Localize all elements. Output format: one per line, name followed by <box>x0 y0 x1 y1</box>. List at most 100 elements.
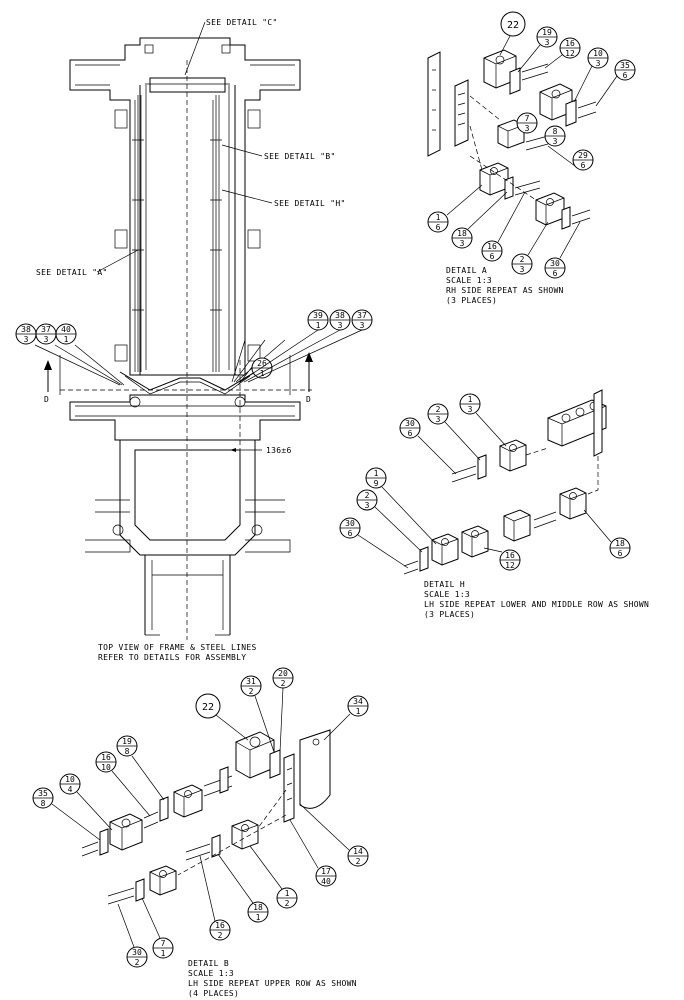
top-view-caption-2: REFER TO DETAILS FOR ASSEMBLY <box>98 653 246 662</box>
svg-text:2: 2 <box>281 679 286 688</box>
detail-a-places: (3 PLACES) <box>446 296 497 305</box>
svg-text:40: 40 <box>61 325 71 334</box>
balloon: 23 <box>511 253 533 275</box>
balloon: 162 <box>209 919 231 941</box>
balloon: 373 <box>35 323 57 345</box>
svg-text:2: 2 <box>285 899 290 908</box>
balloon: 356 <box>614 59 636 81</box>
svg-text:3: 3 <box>468 405 473 414</box>
detail-b-note: LH SIDE REPEAT UPPER ROW AS SHOWN <box>188 979 357 988</box>
detail-b-places: (4 PLACES) <box>188 989 239 998</box>
svg-text:2: 2 <box>218 931 223 940</box>
svg-text:31: 31 <box>246 677 256 686</box>
detail-h-note: LH SIDE REPEAT LOWER AND MIDDLE ROW AS S… <box>424 600 649 609</box>
detail-b-scale: SCALE 1:3 <box>188 969 234 978</box>
svg-text:3: 3 <box>520 265 525 274</box>
svg-text:2: 2 <box>249 687 254 696</box>
svg-text:1: 1 <box>316 321 321 330</box>
svg-text:39: 39 <box>313 311 323 320</box>
top-view-callouts: SEE DETAIL "C" SEE DETAIL "B" SEE DETAIL… <box>36 18 346 277</box>
svg-text:1: 1 <box>64 335 69 344</box>
detail-h-title: DETAIL H <box>424 580 465 589</box>
svg-text:30: 30 <box>405 419 415 428</box>
svg-text:8: 8 <box>41 799 46 808</box>
svg-text:3: 3 <box>460 239 465 248</box>
balloon: 166 <box>481 240 503 262</box>
balloon: 383 <box>15 323 37 345</box>
detail-h-scale: SCALE 1:3 <box>424 590 470 599</box>
balloon: 186 <box>609 537 631 559</box>
svg-text:1: 1 <box>260 369 265 378</box>
top-view-frame <box>59 37 312 640</box>
svg-text:6: 6 <box>581 161 586 170</box>
svg-text:38: 38 <box>21 325 31 334</box>
top-view-caption-1: TOP VIEW OF FRAME & STEEL LINES <box>98 643 257 652</box>
balloon: 83 <box>544 125 566 147</box>
detail-a-note: RH SIDE REPEAT AS SHOWN <box>446 286 564 295</box>
balloon: 22 <box>500 11 526 37</box>
svg-text:1: 1 <box>256 913 261 922</box>
svg-text:2: 2 <box>520 255 525 264</box>
svg-text:3: 3 <box>44 335 49 344</box>
balloon: 306 <box>399 417 421 439</box>
balloon: 181 <box>247 901 269 923</box>
svg-text:30: 30 <box>550 259 560 268</box>
balloon: 383 <box>329 309 351 331</box>
svg-text:19: 19 <box>542 28 552 37</box>
svg-text:16: 16 <box>487 242 497 251</box>
svg-text:18: 18 <box>615 539 625 548</box>
svg-text:4: 4 <box>68 785 73 794</box>
top-view-balloons: 383 373 401 391 383 373 261 <box>15 309 373 386</box>
svg-text:3: 3 <box>436 415 441 424</box>
svg-text:10: 10 <box>593 49 603 58</box>
svg-text:16: 16 <box>505 551 515 560</box>
svg-text:6: 6 <box>623 71 628 80</box>
svg-text:12: 12 <box>565 49 575 58</box>
svg-text:1: 1 <box>356 707 361 716</box>
detail-a-drawing <box>427 49 597 230</box>
svg-text:6: 6 <box>348 529 353 538</box>
svg-text:18: 18 <box>253 903 263 912</box>
balloon: 198 <box>116 735 138 757</box>
svg-text:19: 19 <box>122 737 132 746</box>
detail-b-title: DETAIL B <box>188 959 229 968</box>
svg-text:1: 1 <box>374 469 379 478</box>
svg-text:9: 9 <box>374 479 379 488</box>
svg-text:3: 3 <box>596 59 601 68</box>
balloon: 202 <box>272 667 294 689</box>
balloon: 193 <box>536 26 558 48</box>
svg-text:1: 1 <box>285 889 290 898</box>
svg-text:6: 6 <box>553 269 558 278</box>
dimension-text: 136±6 <box>266 446 292 455</box>
svg-text:38: 38 <box>335 311 345 320</box>
svg-text:2: 2 <box>365 491 370 500</box>
svg-text:1: 1 <box>161 949 166 958</box>
svg-text:3: 3 <box>365 501 370 510</box>
svg-text:20: 20 <box>278 669 288 678</box>
callout-detail-a: SEE DETAIL "A" <box>36 268 108 277</box>
detail-b-drawing <box>81 729 331 905</box>
svg-text:2: 2 <box>135 958 140 967</box>
balloon: 142 <box>347 845 369 867</box>
svg-text:3: 3 <box>338 321 343 330</box>
balloon: 71 <box>152 937 174 959</box>
svg-text:35: 35 <box>38 789 48 798</box>
svg-text:6: 6 <box>618 549 623 558</box>
svg-text:3: 3 <box>360 321 365 330</box>
svg-text:30: 30 <box>132 948 142 957</box>
svg-text:8: 8 <box>553 127 558 136</box>
callout-detail-h: SEE DETAIL "H" <box>274 199 346 208</box>
balloon: 23 <box>356 489 378 511</box>
balloon: 341 <box>347 695 369 717</box>
svg-text:7: 7 <box>525 114 530 123</box>
svg-text:22: 22 <box>507 20 519 31</box>
svg-text:3: 3 <box>545 38 550 47</box>
svg-text:6: 6 <box>408 429 413 438</box>
balloon: 183 <box>451 227 473 249</box>
callout-detail-c: SEE DETAIL "C" <box>206 18 278 27</box>
balloon: 19 <box>365 467 387 489</box>
